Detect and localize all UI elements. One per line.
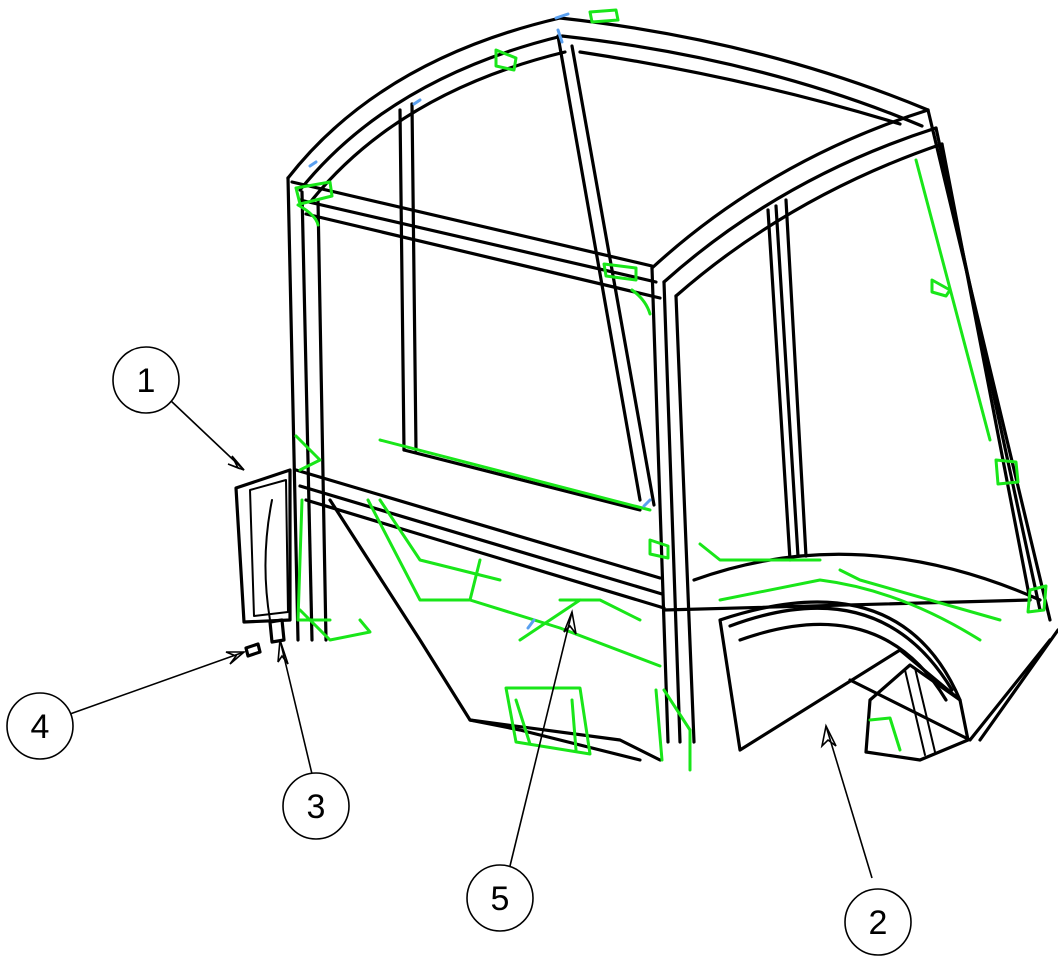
- balloon-circle: [844, 888, 912, 956]
- front-pillars: [650, 108, 1052, 744]
- weld-marks-blue: [308, 12, 652, 630]
- arrow-4: [225, 651, 247, 665]
- balloon-label: 4: [31, 708, 50, 746]
- arrow-3: [277, 639, 289, 665]
- item-4-bolt: [244, 642, 262, 658]
- left-rear-pillar: [286, 102, 418, 642]
- arrow-5: [563, 609, 577, 635]
- balloon-label: 3: [307, 788, 326, 826]
- item-1-rear-panel: [234, 468, 292, 624]
- balloon-label: 5: [491, 880, 510, 918]
- balloon-label: 2: [869, 904, 888, 942]
- lower-frame: [294, 448, 1058, 762]
- balloon-circle: [466, 864, 534, 932]
- arrow-2: [820, 723, 837, 749]
- leader-5: [509, 611, 573, 867]
- rear-cross-beam: [290, 180, 662, 300]
- balloon-circle: [112, 346, 180, 414]
- leader-2: [825, 725, 873, 879]
- balloon-3: 3: [282, 772, 350, 840]
- balloon-2: 2: [844, 888, 912, 956]
- balloon-5: 5: [466, 864, 534, 932]
- balloon-circle: [282, 772, 350, 840]
- balloon-4: 4: [6, 692, 74, 760]
- balloon-1: 1: [112, 346, 180, 414]
- roof-structure: [286, 16, 944, 507]
- leader-1: [169, 399, 245, 471]
- leader-3: [279, 639, 313, 775]
- item-3-bracket: [268, 618, 286, 644]
- balloon-label: 1: [137, 362, 156, 400]
- item-2-fender: [718, 600, 970, 762]
- detail-lines-green: [294, 8, 1048, 772]
- leader-4: [69, 651, 245, 715]
- arrow-1: [227, 455, 245, 471]
- balloon-circle: [6, 692, 74, 760]
- leader-lines: [69, 399, 873, 879]
